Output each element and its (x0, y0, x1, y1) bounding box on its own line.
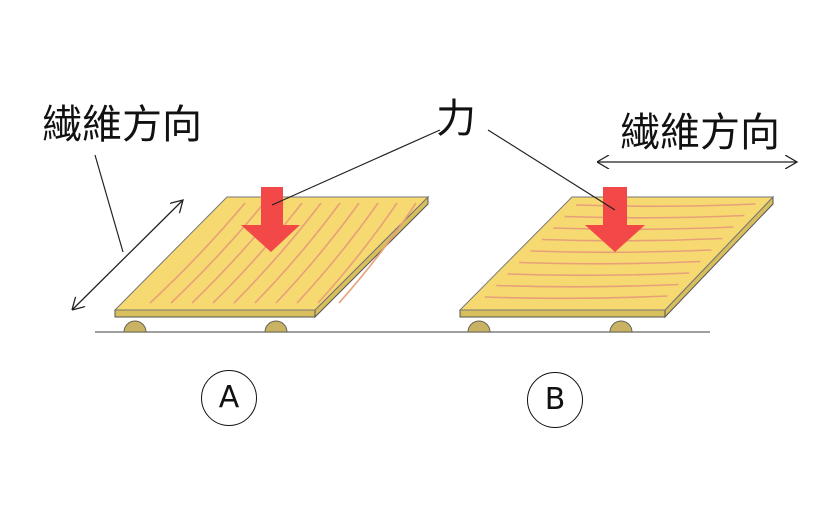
grain-line (338, 202, 417, 304)
grain-line (519, 260, 701, 265)
force-label: 力 (436, 96, 476, 142)
grain-line (296, 202, 379, 304)
grain-line (564, 214, 745, 219)
grain-line (496, 283, 679, 288)
roller (123, 320, 147, 333)
fiber-direction-label-a: 繊維方向 (42, 102, 202, 148)
board-b (458, 187, 775, 333)
grain-line (553, 226, 734, 231)
grain-line (530, 249, 712, 254)
roller (467, 320, 491, 333)
grain-line (233, 202, 322, 304)
force-arrow-a (241, 187, 300, 252)
grain-line (541, 237, 723, 242)
fiber-direction-label-b: 繊維方向 (620, 110, 780, 156)
fiber-direction-arrow-a (72, 200, 183, 310)
grain-line (254, 202, 341, 304)
board-a (113, 187, 430, 333)
leader-line-force-a (271, 129, 441, 206)
roller (609, 320, 633, 333)
leader-line-force-b (487, 129, 616, 211)
grain-line (576, 203, 756, 208)
grain-line (507, 272, 690, 277)
leader-line-fiber-a (94, 154, 124, 253)
grain-line (275, 202, 360, 304)
grain-line (212, 202, 303, 304)
grain-line (484, 295, 668, 300)
grain-line (317, 202, 398, 304)
roller (264, 320, 288, 333)
panel-label-b: B (527, 372, 583, 428)
force-arrow-b (585, 187, 645, 252)
panel-label-a: A (201, 370, 257, 426)
